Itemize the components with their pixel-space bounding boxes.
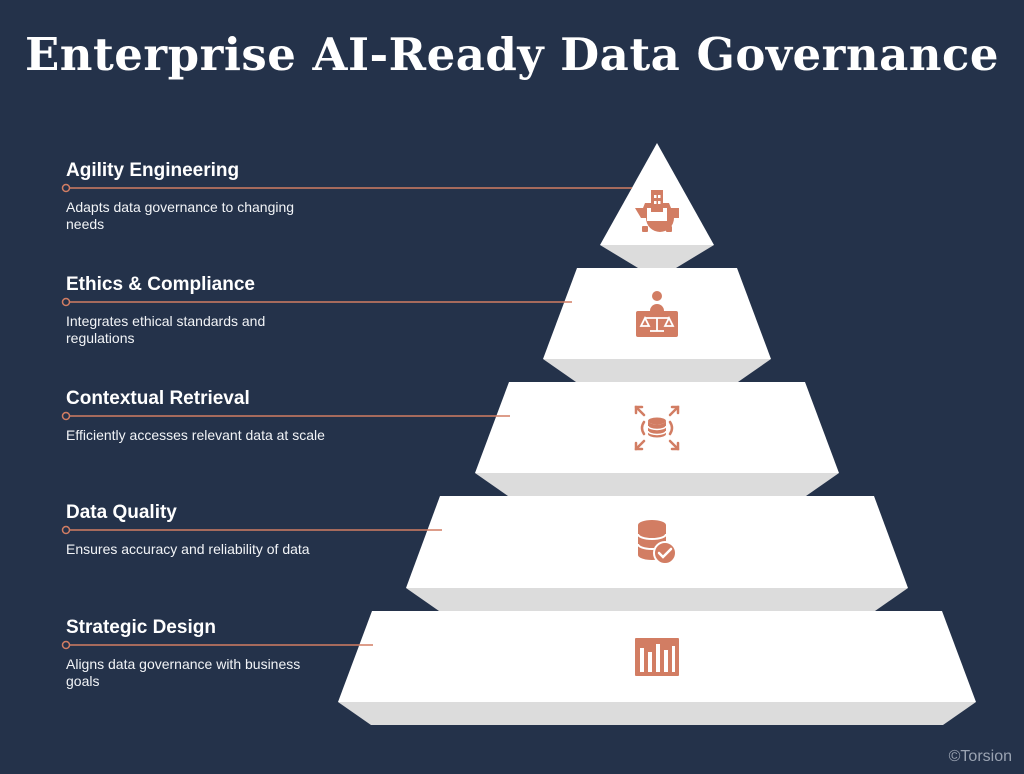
level-description-strategic: Aligns data governance with business goa…: [66, 656, 301, 689]
connector-dot-4: [61, 525, 71, 535]
blueprint-columns-icon: [635, 638, 679, 676]
level-title-ethics: Ethics & Compliance: [66, 274, 255, 295]
level-label-4: Data Quality Ensures accuracy and reliab…: [66, 502, 336, 558]
level-title-strategic: Strategic Design: [66, 617, 216, 638]
copyright-credit: ©Torsion: [948, 748, 1012, 765]
level-description-agility: Adapts data governance to changing needs: [66, 199, 295, 232]
page-title: Enterprise AI-Ready Data Governance: [25, 28, 999, 81]
connector-dot-5: [61, 640, 71, 650]
level-label-2: Ethics & Compliance Integrates ethical s…: [66, 274, 336, 347]
level-label-5: Strategic Design Aligns data governance …: [66, 617, 336, 690]
pyramid-tier-3: [475, 382, 839, 496]
level-description-retrieval: Efficiently accesses relevant data at sc…: [66, 427, 325, 443]
level-title-agility: Agility Engineering: [66, 160, 240, 181]
database-check-icon: [637, 520, 677, 565]
gear-building-icon: [635, 190, 679, 232]
level-description-quality: Ensures accuracy and reliability of data: [66, 541, 310, 557]
connector-dot-3: [61, 411, 71, 421]
level-description-ethics: Integrates ethical standards and regulat…: [66, 313, 266, 346]
level-label-3: Contextual Retrieval Efficiently accesse…: [66, 388, 336, 444]
connector-dot-2: [61, 297, 71, 307]
level-title-quality: Data Quality: [66, 502, 177, 523]
person-scales-icon: [636, 291, 678, 337]
connector-dot-1: [61, 183, 71, 193]
level-title-retrieval: Contextual Retrieval: [66, 388, 250, 409]
database-expand-icon: [634, 405, 680, 451]
level-label-1: Agility Engineering Adapts data governan…: [66, 160, 336, 233]
